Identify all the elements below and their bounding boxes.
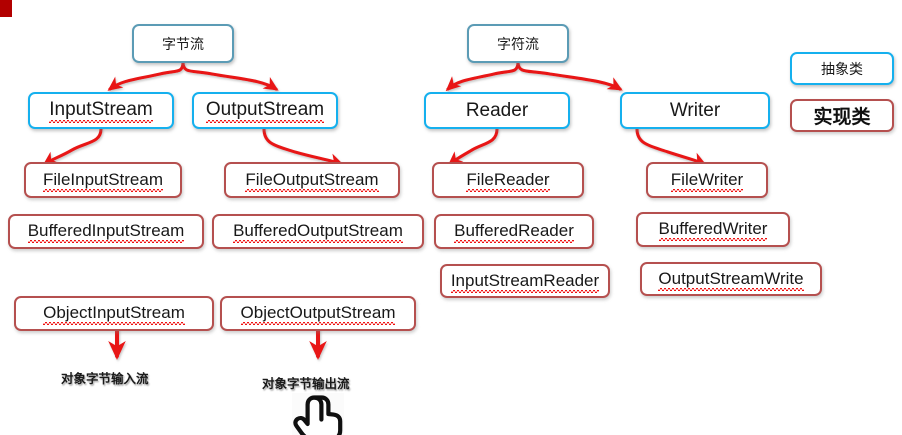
node-output-stream[interactable]: OutputStream bbox=[192, 92, 338, 129]
legend-abstract-class[interactable]: 抽象类 bbox=[790, 52, 894, 85]
node-file-writer[interactable]: FileWriter bbox=[646, 162, 768, 198]
node-char-stream[interactable]: 字符流 bbox=[467, 24, 569, 63]
caption-object-input-stream: 对象字节输入流 bbox=[61, 372, 149, 386]
node-buffered-writer-label: BufferedWriter bbox=[658, 219, 768, 241]
node-output-stream-write[interactable]: OutputStreamWrite bbox=[640, 262, 822, 296]
node-writer[interactable]: Writer bbox=[620, 92, 770, 129]
node-input-stream[interactable]: InputStream bbox=[28, 92, 174, 129]
node-input-stream-reader-label: InputStreamReader bbox=[450, 270, 600, 293]
node-output-stream-write-label: OutputStreamWrite bbox=[658, 268, 804, 291]
red-square-marker-icon bbox=[0, 0, 12, 17]
node-object-output-stream[interactable]: ObjectOutputStream bbox=[220, 296, 416, 331]
pointing-hand-cursor-icon bbox=[292, 393, 344, 435]
node-output-stream-label: OutputStream bbox=[205, 99, 325, 123]
node-buffered-output-stream[interactable]: BufferedOutputStream bbox=[212, 214, 424, 249]
node-input-stream-reader[interactable]: InputStreamReader bbox=[440, 264, 610, 298]
node-object-output-stream-label: ObjectOutputStream bbox=[240, 303, 396, 325]
node-file-output-stream-label: FileOutputStream bbox=[245, 169, 379, 192]
node-buffered-reader-label: BufferedReader bbox=[454, 221, 574, 243]
node-file-output-stream[interactable]: FileOutputStream bbox=[224, 162, 400, 198]
legend-implementation-class[interactable]: 实现类 bbox=[790, 99, 894, 132]
node-reader[interactable]: Reader bbox=[424, 92, 570, 129]
node-writer-label: Writer bbox=[669, 99, 721, 121]
node-buffered-input-stream[interactable]: BufferedInputStream bbox=[8, 214, 204, 249]
node-buffered-reader[interactable]: BufferedReader bbox=[434, 214, 594, 249]
node-byte-stream[interactable]: 字节流 bbox=[132, 24, 234, 63]
node-byte-stream-label: 字节流 bbox=[162, 35, 204, 52]
node-file-reader-label: FileReader bbox=[466, 169, 550, 192]
node-reader-label: Reader bbox=[465, 99, 529, 121]
node-object-input-stream[interactable]: ObjectInputStream bbox=[14, 296, 214, 331]
node-input-stream-label: InputStream bbox=[49, 99, 153, 123]
caption-object-output-stream: 对象字节输出流 bbox=[262, 377, 350, 391]
node-buffered-output-stream-label: BufferedOutputStream bbox=[233, 221, 403, 243]
legend-abstract-class-label: 抽象类 bbox=[821, 60, 863, 77]
node-object-input-stream-label: ObjectInputStream bbox=[43, 303, 185, 325]
legend-implementation-class-label: 实现类 bbox=[813, 107, 871, 128]
node-buffered-input-stream-label: BufferedInputStream bbox=[27, 221, 185, 243]
node-file-input-stream[interactable]: FileInputStream bbox=[24, 162, 182, 198]
node-buffered-writer[interactable]: BufferedWriter bbox=[636, 212, 790, 247]
node-file-reader[interactable]: FileReader bbox=[432, 162, 584, 198]
node-char-stream-label: 字符流 bbox=[497, 35, 539, 52]
node-file-writer-label: FileWriter bbox=[670, 169, 744, 192]
node-file-input-stream-label: FileInputStream bbox=[43, 169, 163, 192]
